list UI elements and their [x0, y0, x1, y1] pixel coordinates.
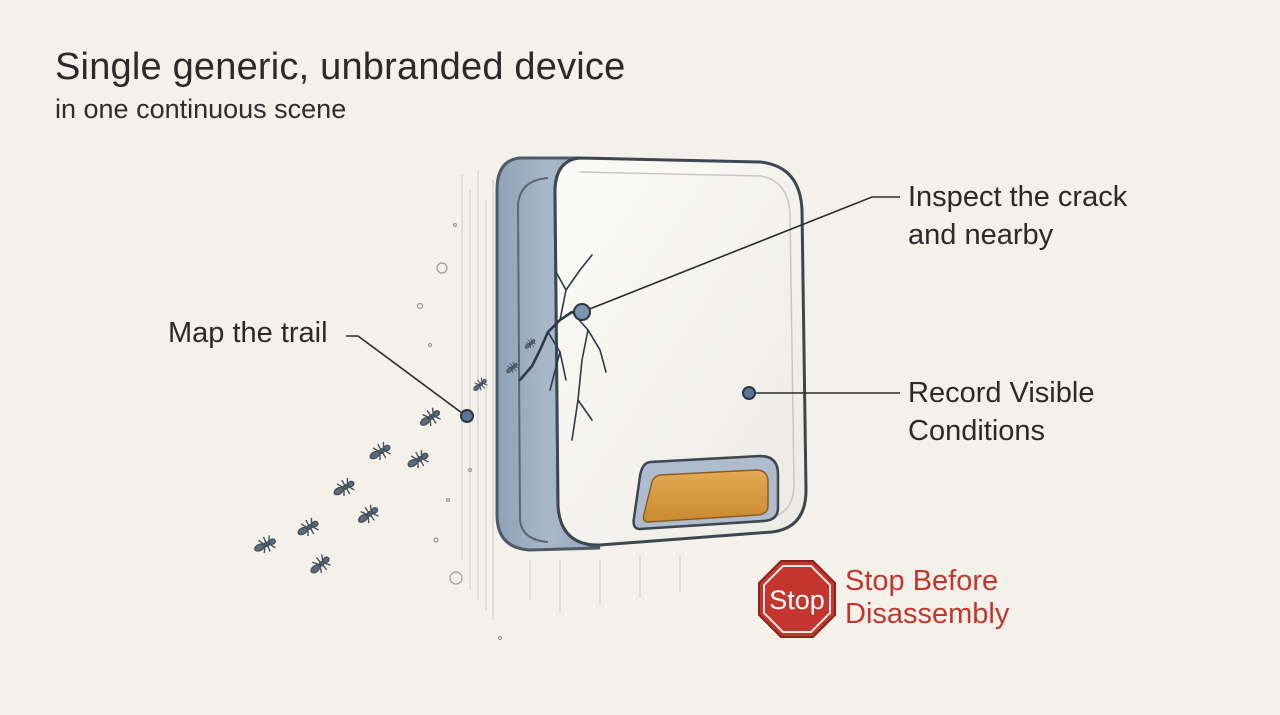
trail-marker [460, 409, 474, 423]
callout-record-line-1: Record Visible [908, 377, 1095, 409]
stop-sign-icon: Stop [758, 560, 836, 638]
ant-icon [297, 517, 319, 537]
ant-icon [357, 504, 379, 524]
sensor-window [642, 469, 769, 523]
ant-trail [254, 338, 536, 574]
ant-icon [506, 361, 519, 374]
device-body[interactable] [553, 156, 808, 547]
ant-icon [310, 554, 331, 574]
crack-marker [573, 303, 591, 321]
debris [416, 222, 503, 641]
ant-icon [333, 477, 355, 497]
ant-icon [407, 449, 429, 469]
ant-icon [254, 535, 276, 554]
device-bevel [579, 171, 795, 519]
leader-inspect [581, 196, 900, 313]
page-title: Single generic, unbranded device [55, 46, 626, 88]
callout-stop: Stop Before Disassembly [845, 565, 1009, 631]
ant-icon [369, 441, 391, 461]
callout-stop-line-2: Disassembly [845, 598, 1010, 630]
body-marker [742, 386, 756, 400]
crack [518, 254, 607, 441]
callout-record: Record Visible Conditions [908, 374, 1094, 450]
ant-icon [473, 377, 488, 391]
callout-trail: Map the trail [168, 317, 328, 349]
callout-inspect-line-1: Inspect the crack [908, 181, 1128, 213]
leader-trail [346, 335, 467, 417]
device-side-inner [516, 177, 549, 543]
stop-sign-label: Stop [769, 585, 825, 615]
callout-inspect: Inspect the crack and nearby [908, 178, 1127, 254]
leader-lines [346, 196, 900, 417]
callout-stop-line-1: Stop Before [845, 565, 999, 597]
page-subtitle: in one continuous scene [55, 94, 347, 124]
callout-record-line-2: Conditions [908, 415, 1046, 447]
callout-inspect-line-2: and nearby [908, 219, 1054, 251]
markers [460, 303, 756, 423]
ant-icon [419, 407, 441, 427]
ant-icon [524, 338, 536, 349]
